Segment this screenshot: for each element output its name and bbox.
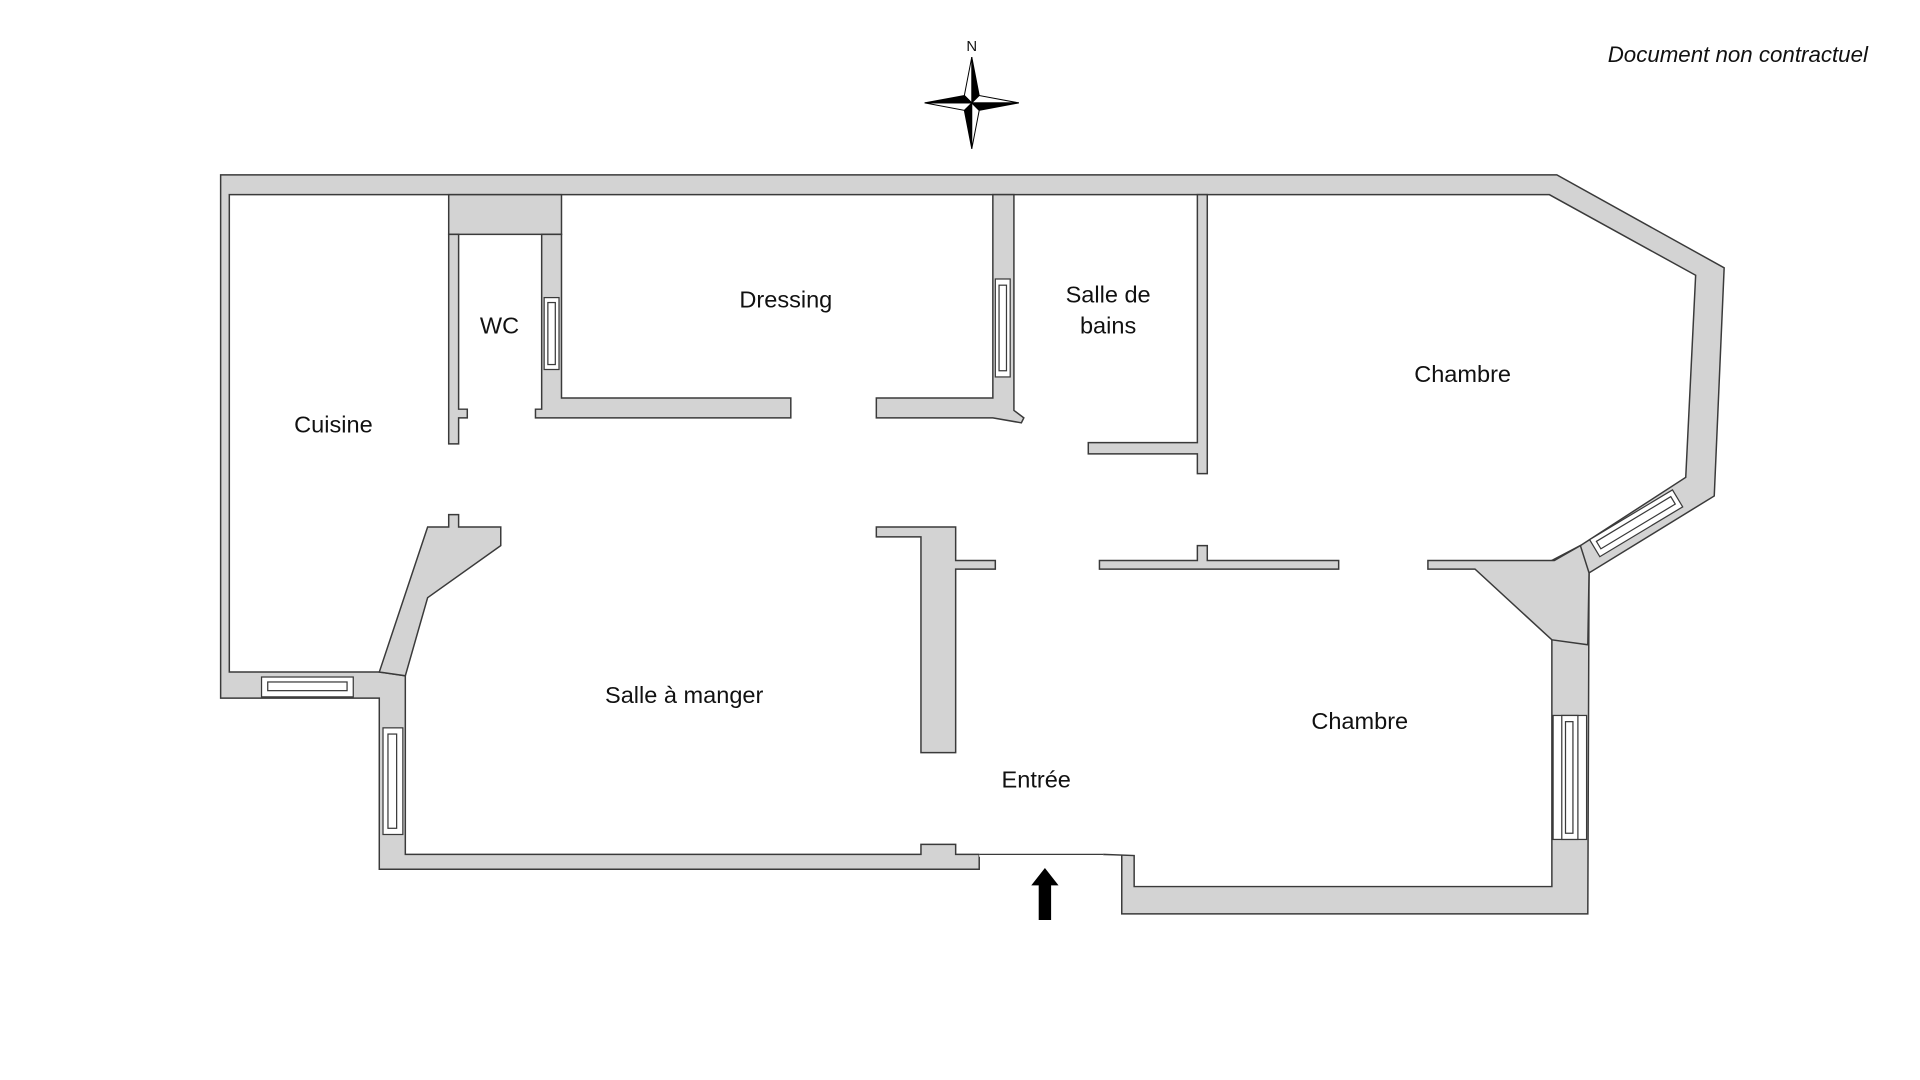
wc-top-wall [447,193,563,236]
entrance-arrow-icon [1031,867,1059,921]
room-label-salle-de-bains-1: Salle de [1066,282,1151,308]
window-bedroom-south [1552,714,1588,841]
window-dressing [994,278,1011,378]
bathroom-wall [1087,193,1209,475]
disclaimer-note: Document non contractuel [1608,42,1869,67]
room-label-salle-a-manger: Salle à manger [605,682,764,708]
room-label-chambre-south: Chambre [1311,708,1408,734]
compass-rose-icon [924,56,1019,149]
room-label-dressing: Dressing [739,287,832,313]
room-label-salle-de-bains-2: bains [1080,313,1136,339]
room-label-chambre-north: Chambre [1414,361,1511,387]
wc-left-wall [447,233,469,445]
room-label-entree: Entrée [1002,766,1071,792]
bedroom-corner-wall [1427,544,1590,646]
window-kitchen [260,676,354,698]
room-label-wc: WC [480,313,519,339]
window-wc [543,296,560,371]
wc-right-wall [534,233,792,419]
compass-north-label: N [966,39,977,55]
window-bedroom-diagonal [1588,489,1684,558]
central-wall [875,526,997,754]
diagonal-wall-kitchen [378,513,502,677]
room-label-cuisine: Cuisine [294,412,373,438]
window-dining-west [382,727,404,836]
dressing-right-wall [875,193,1025,424]
bedroom-partition [1098,544,1340,570]
